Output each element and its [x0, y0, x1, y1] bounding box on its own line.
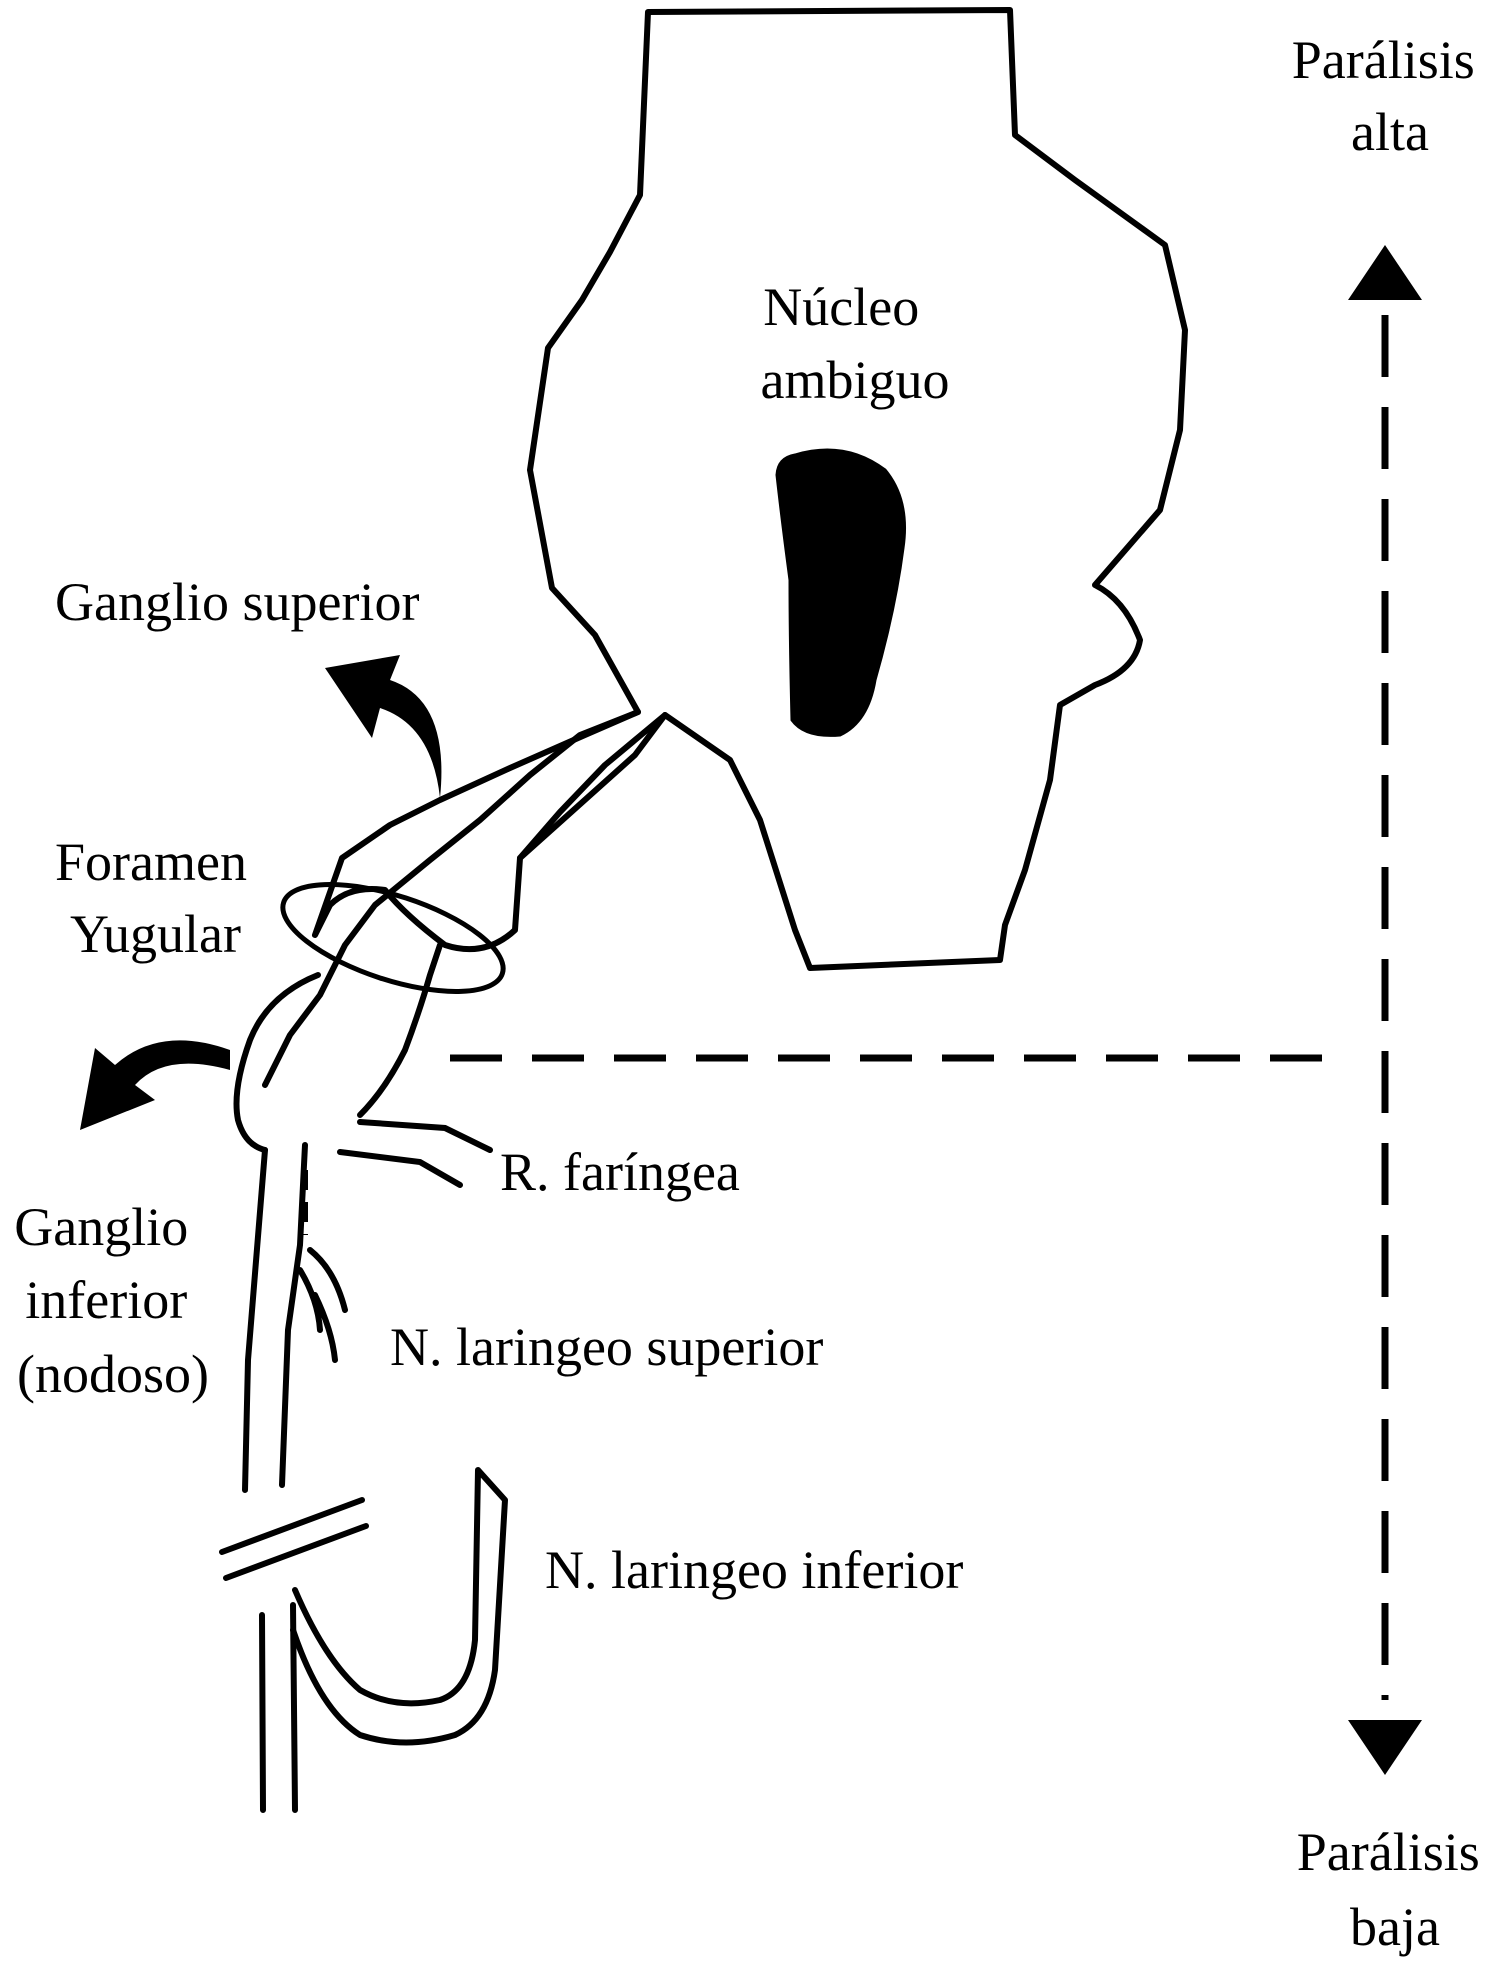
label-paralysis-low: Parálisis baja — [1297, 1822, 1494, 1957]
ganglion-superior-arrow — [325, 655, 442, 798]
label-nucleus-ambiguus: Núcleo ambiguo — [761, 277, 950, 410]
label-ganglion-inferior: Ganglio inferior (nodoso) — [14, 1197, 209, 1404]
pharyngeal-branch — [337, 1119, 493, 1188]
label-ganglion-superior: Ganglio superior — [55, 572, 419, 632]
label-paralysis-high: Parálisis alta — [1292, 30, 1489, 162]
label-inferior-laryngeal: N. laringeo inferior — [545, 1540, 963, 1600]
inferior-laryngeal-loop — [290, 1467, 508, 1746]
label-superior-laryngeal: N. laringeo superior — [390, 1317, 823, 1377]
vagus-nerve-lower — [259, 1602, 298, 1813]
ganglion-inferior-arrow — [80, 1040, 230, 1130]
brainstem-outline — [312, 7, 1188, 971]
arrow-down-icon — [1348, 1720, 1422, 1775]
label-pharyngeal-branch: R. faríngea — [500, 1142, 740, 1202]
vagus-nerve-upper — [262, 709, 668, 1088]
arrow-up-icon — [1348, 245, 1422, 300]
nerve-cut-marks — [219, 1497, 369, 1581]
vagus-nerve-trunk — [242, 1142, 308, 1493]
jugular-foramen-ring — [280, 882, 506, 994]
ganglion-inferior-shape — [233, 942, 443, 1153]
nucleus-ambiguus-shape — [775, 448, 907, 737]
superior-laryngeal-branch — [297, 1247, 348, 1363]
label-jugular-foramen: Foramen Yugular — [55, 832, 260, 964]
